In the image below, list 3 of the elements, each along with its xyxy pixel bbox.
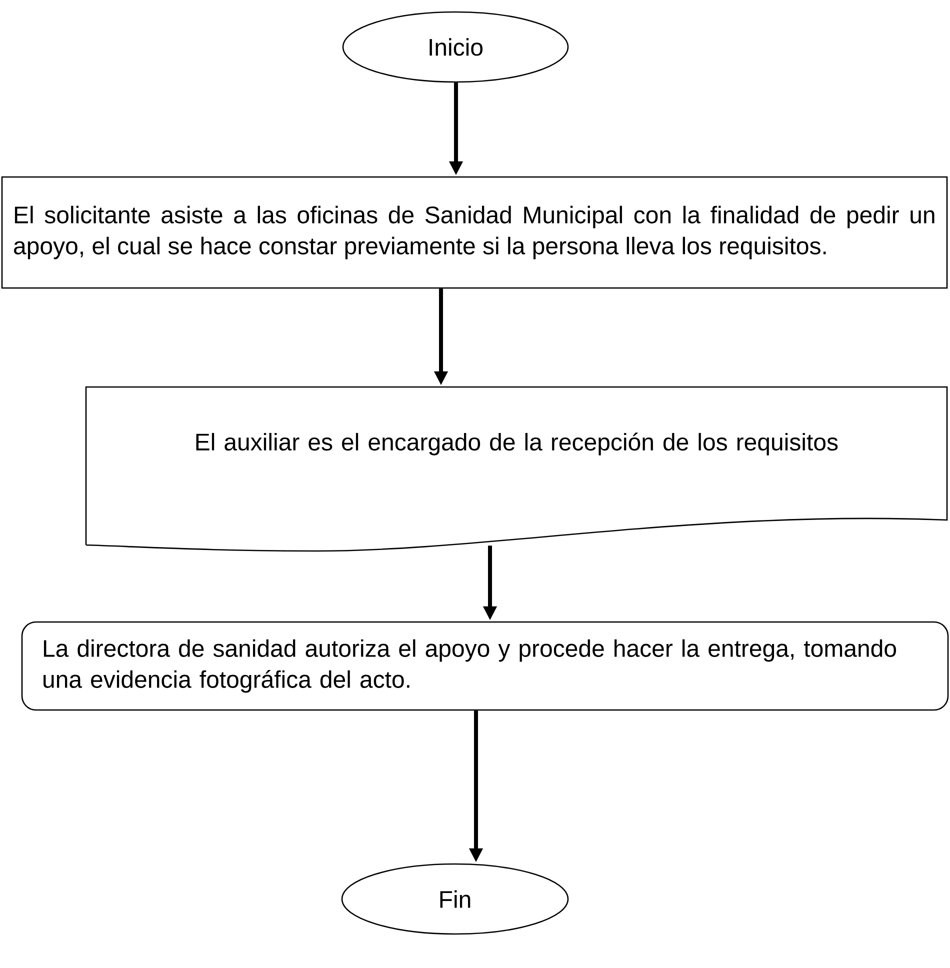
process-box: La directora de sanidad autoriza el apoyo y procede hacer la entrega, tomando una evidencia fotográfica del acto. (21, 621, 949, 711)
document-shape: El auxiliar es el encargado de la recepción de los requisitos (85, 386, 948, 552)
process-box: El solicitante asiste a las oficinas de Sanidad Municipal con la finalidad de pedir un apoyo, el cual se hace constar previamente si la persona lleva los requisitos. (1, 176, 948, 289)
